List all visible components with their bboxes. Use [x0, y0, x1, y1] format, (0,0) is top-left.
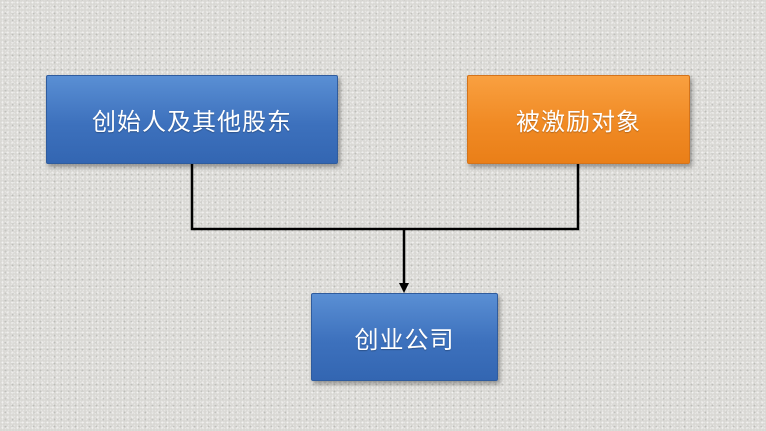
- node-founders-label: 创始人及其他股东: [92, 108, 292, 136]
- node-incentive-label: 被激励对象: [516, 108, 641, 136]
- connector-incentive: [404, 164, 580, 231]
- node-incentive-recipients: 被激励对象: [467, 75, 690, 164]
- node-company-label: 创业公司: [354, 325, 455, 354]
- connector-founders: [190, 164, 404, 231]
- node-startup-company: 创业公司: [311, 293, 498, 381]
- node-founders: 创始人及其他股东: [46, 75, 338, 164]
